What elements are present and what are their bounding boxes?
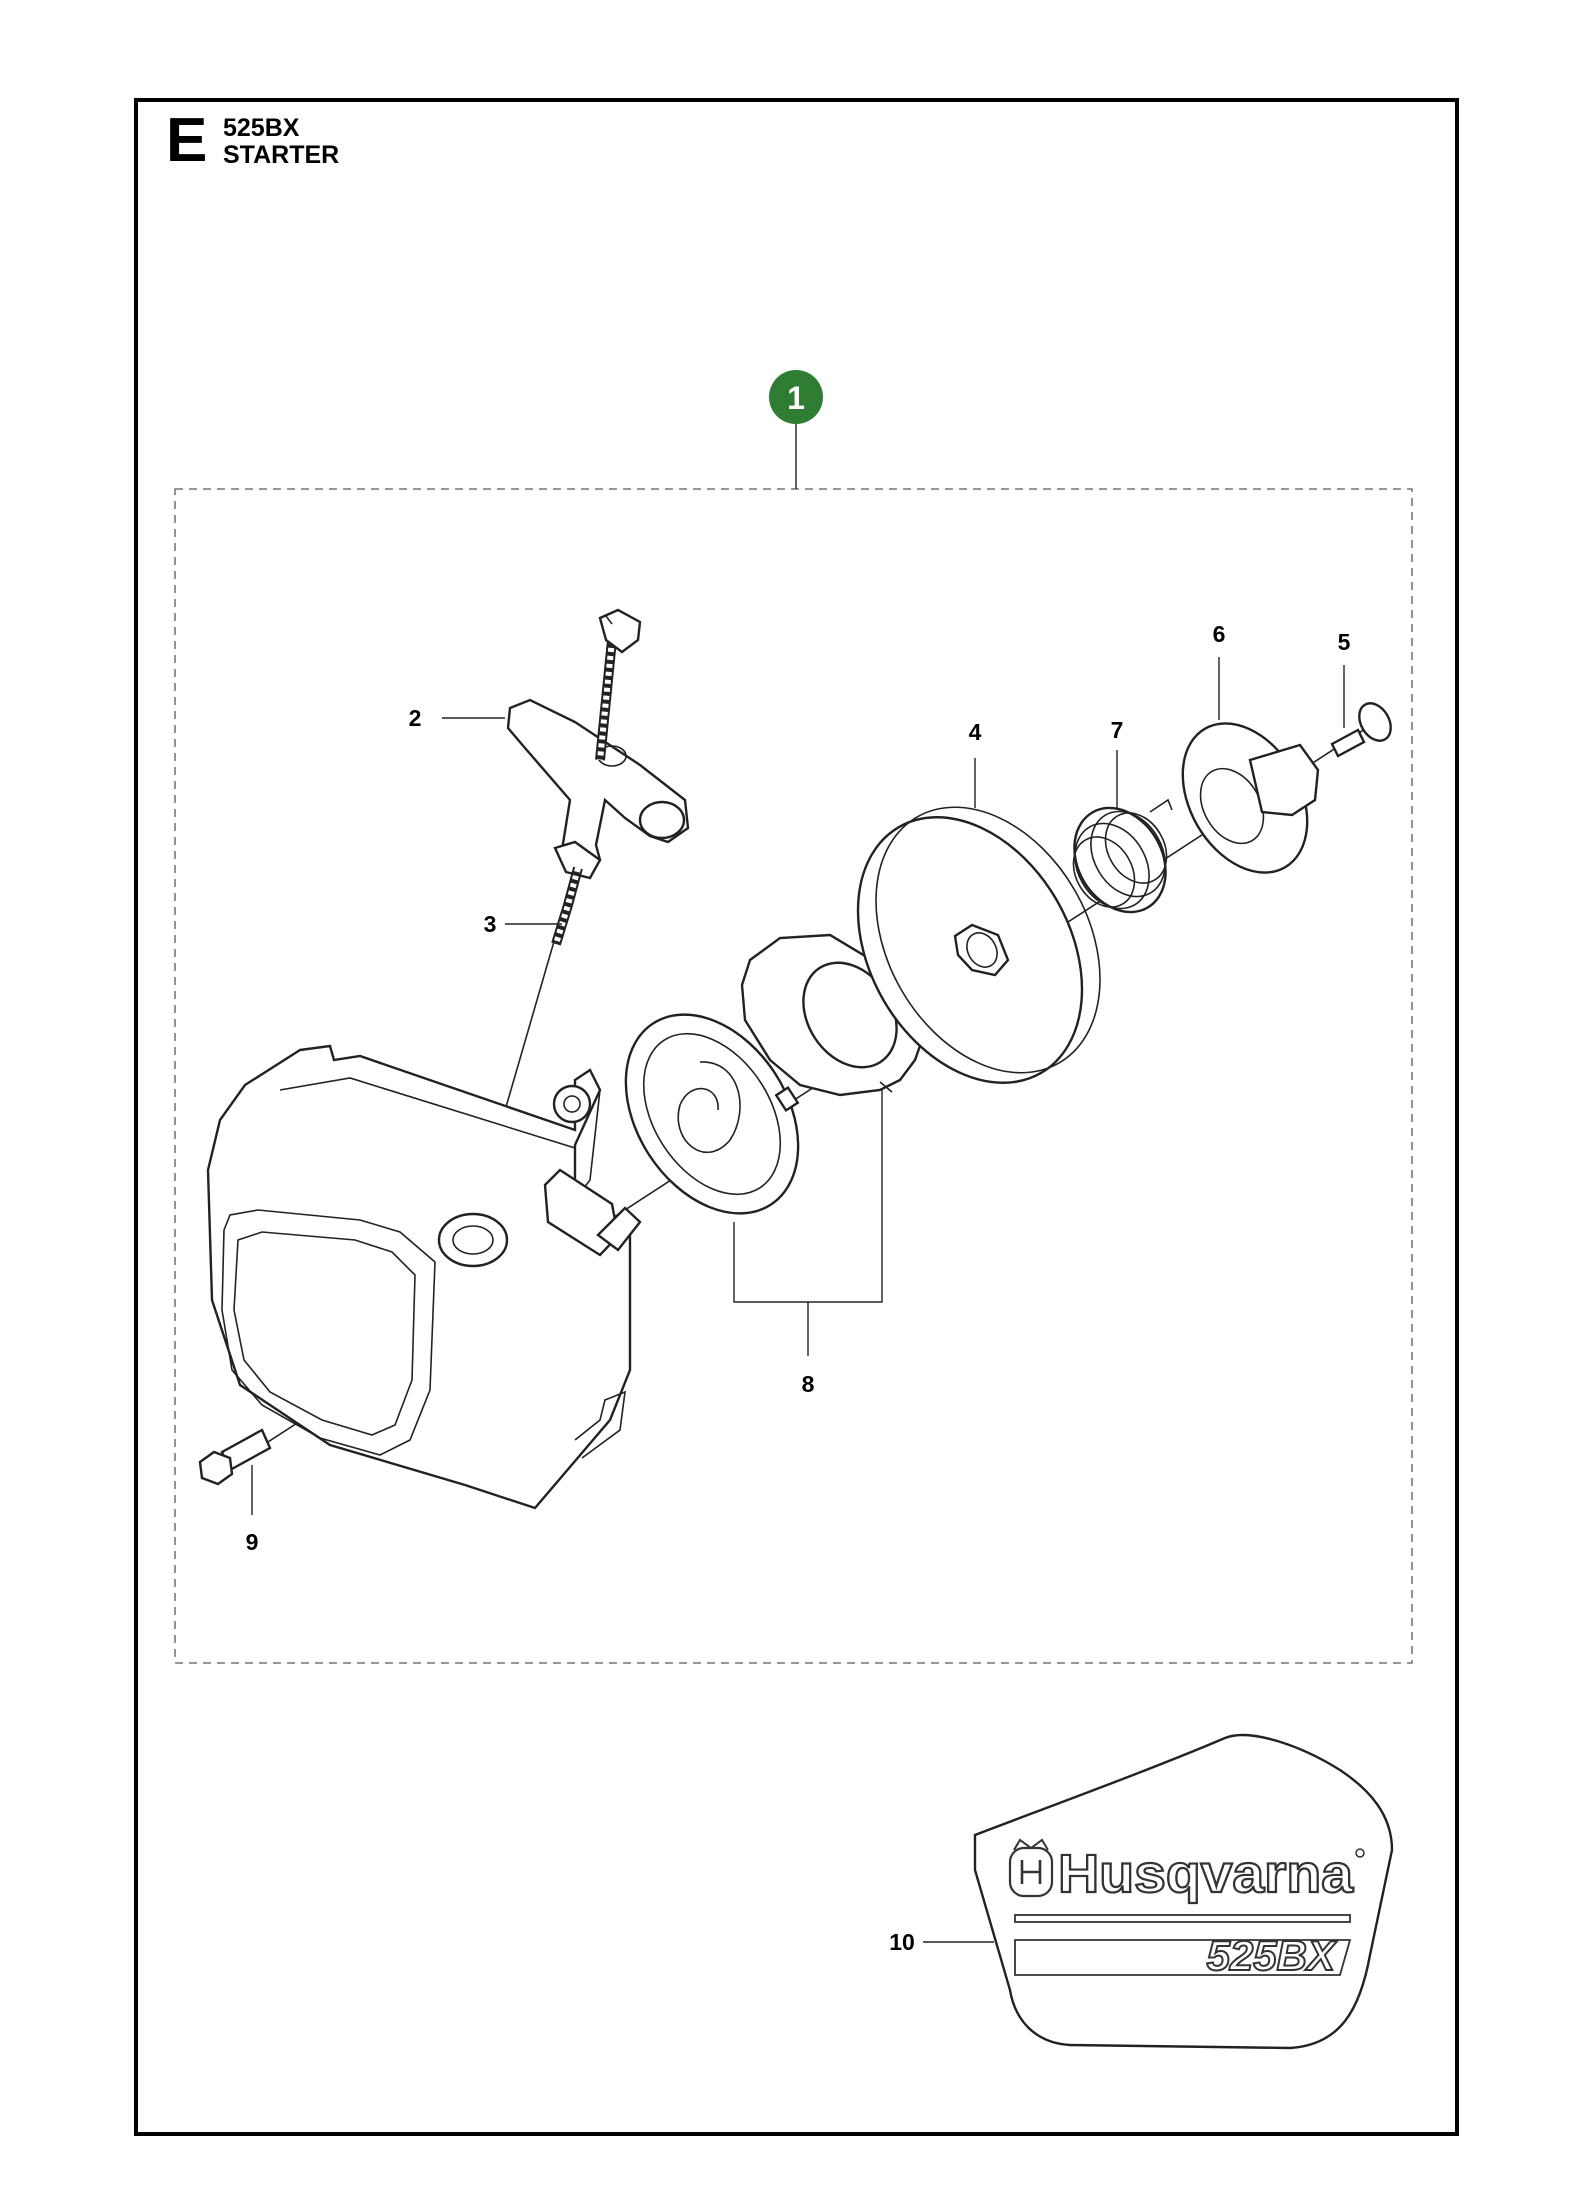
- decal-model: 525BX: [1207, 1932, 1338, 1979]
- callout-3[interactable]: 3: [484, 911, 497, 937]
- section-letter: E: [166, 106, 208, 175]
- pawl-spring: [1072, 798, 1173, 914]
- callout-10[interactable]: 10: [889, 1929, 915, 1955]
- assembly-group-marker[interactable]: 1: [769, 370, 823, 424]
- section-title: STARTER: [223, 141, 340, 169]
- husqvarna-crown-icon: [1008, 1838, 1054, 1898]
- rewind-spring-assembly: [624, 1013, 800, 1215]
- starter-rope: [551, 608, 642, 946]
- housing-screw: [198, 1428, 272, 1486]
- callout-7[interactable]: 7: [1111, 717, 1124, 743]
- group-marker-number: 1: [787, 380, 805, 416]
- model-code: 525BX: [223, 114, 300, 142]
- starter-handle: [506, 698, 690, 880]
- callout-4[interactable]: 4: [969, 719, 982, 745]
- leader-8: [733, 1090, 883, 1356]
- group-marker-badge: [769, 370, 823, 424]
- starter-housing: [206, 1044, 642, 1510]
- callout-5[interactable]: 5: [1338, 629, 1351, 655]
- callout-6[interactable]: 6: [1213, 621, 1226, 647]
- page-frame: [134, 98, 1459, 2136]
- starter-pulley: [856, 806, 1101, 1084]
- callout-2[interactable]: 2: [409, 705, 422, 731]
- decal: Husqvarna 525BX: [973, 1733, 1394, 2050]
- assembly-boundary: [174, 488, 1413, 1664]
- pulley-screw: [1330, 702, 1392, 758]
- callout-9[interactable]: 9: [246, 1529, 259, 1555]
- callout-8[interactable]: 8: [802, 1371, 815, 1397]
- registered-mark-icon: [1355, 1848, 1365, 1858]
- pulley-carrier: [1181, 722, 1320, 874]
- decal-brand: Husqvarna: [1058, 1844, 1354, 1904]
